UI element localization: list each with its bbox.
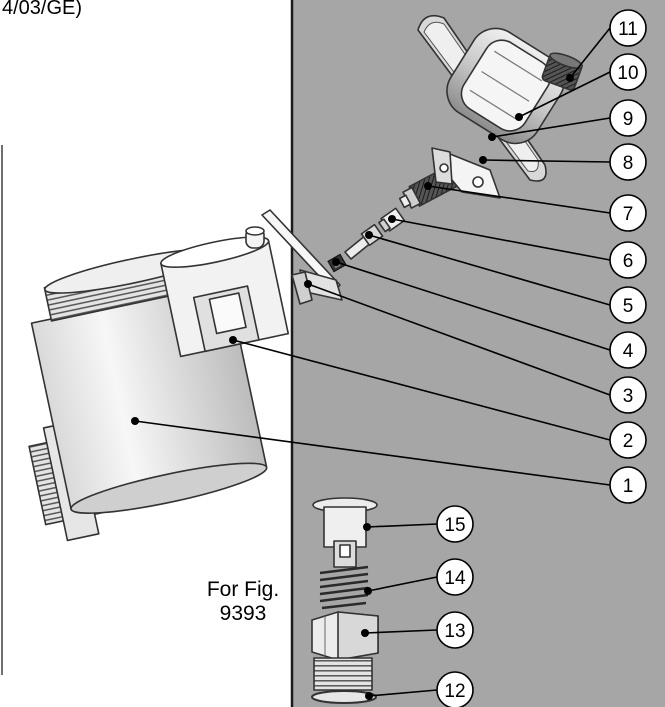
leader-line-10: [518, 71, 611, 118]
leader-dot-1: [131, 417, 139, 425]
callout-11: 11: [609, 9, 647, 47]
callout-number-13: 13: [444, 621, 465, 642]
callout-circle-7: [609, 194, 647, 232]
callout-number-6: 6: [623, 251, 634, 272]
leader-dot-5: [365, 231, 373, 239]
callout-1: 1: [609, 466, 647, 504]
leader-dot-8: [479, 156, 487, 164]
leader-line-6: [391, 218, 611, 261]
callout-circle-14: [436, 558, 474, 596]
leader-line-11: [569, 27, 611, 79]
callout-circle-12: [436, 671, 474, 707]
leader-line-12: [368, 689, 438, 697]
leader-line-7: [427, 185, 611, 214]
leader-line-8: [482, 159, 611, 163]
leader-dot-7: [424, 182, 432, 190]
callout-6: 6: [609, 241, 647, 279]
part-15-plug: [312, 497, 378, 568]
callout-15: 15: [436, 505, 474, 543]
callout-5: 5: [609, 286, 647, 324]
callout-4: 4: [609, 331, 647, 369]
leader-dot-4: [332, 258, 340, 266]
sleeve-pin: [245, 226, 265, 249]
leader-line-15: [366, 523, 438, 528]
part-8-bracket-plate: [431, 147, 501, 199]
callout-circle-4: [609, 331, 647, 369]
callout-number-1: 1: [623, 476, 634, 497]
part-2-sleeve: [160, 236, 290, 358]
callout-number-3: 3: [623, 386, 634, 407]
callout-12: 12: [436, 671, 474, 707]
leader-dot-9: [488, 133, 496, 141]
callout-number-5: 5: [623, 296, 634, 317]
callout-13: 13: [436, 611, 474, 649]
callout-circle-13: [436, 611, 474, 649]
callout-circle-9: [609, 99, 647, 137]
callout-circle-11: [609, 9, 647, 47]
callout-circle-1: [609, 466, 647, 504]
leader-line-5: [368, 234, 611, 306]
callout-circle-5: [609, 286, 647, 324]
callout-number-7: 7: [623, 204, 634, 225]
callout-circle-15: [436, 505, 474, 543]
leader-dot-15: [363, 523, 371, 531]
leader-line-13: [364, 629, 438, 634]
callout-3: 3: [609, 376, 647, 414]
callout-number-11: 11: [618, 19, 638, 40]
part-1-housing: [28, 248, 268, 542]
callout-2: 2: [609, 421, 647, 459]
leader-dot-12: [365, 692, 373, 700]
callout-number-9: 9: [623, 109, 634, 130]
figure-caption-line2: 9393: [220, 602, 267, 625]
callout-circle-8: [609, 143, 647, 181]
callout-9: 9: [609, 99, 647, 137]
leader-line-1: [134, 420, 611, 486]
callout-8: 8: [609, 143, 647, 181]
callout-7: 7: [609, 194, 647, 232]
header-partial-text: 4/03/GE): [2, 0, 82, 19]
leader-line-4: [335, 261, 611, 351]
figure-caption-line1: For Fig.: [207, 578, 279, 601]
part-12-o-ring: [311, 690, 377, 704]
leader-dot-3: [304, 280, 312, 288]
leader-line-14: [367, 576, 438, 592]
callout-number-12: 12: [444, 681, 465, 702]
leader-dot-2: [229, 336, 237, 344]
callout-number-2: 2: [623, 431, 634, 452]
leader-line-2: [232, 339, 611, 441]
leader-dot-10: [515, 113, 523, 121]
callout-number-8: 8: [623, 153, 634, 174]
callout-10: 10: [609, 53, 647, 91]
leader-dot-11: [566, 74, 574, 82]
callout-circle-2: [609, 421, 647, 459]
part-13-hex-nut: [311, 611, 379, 661]
callout-number-4: 4: [623, 341, 634, 362]
callout-circle-6: [609, 241, 647, 279]
callout-number-14: 14: [444, 568, 466, 589]
leader-lines: [131, 27, 611, 700]
leader-line-3: [307, 283, 611, 396]
leader-line-9: [491, 117, 611, 138]
callout-number-10: 10: [617, 63, 638, 84]
callout-circle-3: [609, 376, 647, 414]
part-13-threaded-shank: [313, 657, 373, 691]
part-14-spring: [319, 565, 369, 610]
part-10-gauge-housing: [446, 27, 565, 145]
callout-14: 14: [436, 558, 474, 596]
leader-dot-14: [364, 587, 372, 595]
leader-dot-6: [388, 215, 396, 223]
leader-dot-13: [361, 629, 369, 637]
callout-circle-10: [609, 53, 647, 91]
callout-number-15: 15: [444, 515, 465, 536]
